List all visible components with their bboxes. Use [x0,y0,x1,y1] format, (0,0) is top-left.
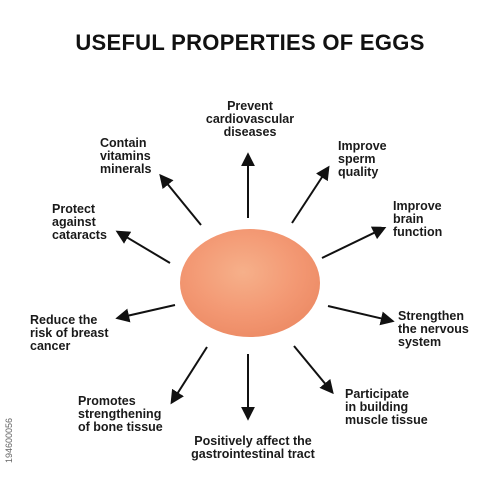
property-cataracts: Protect against cataracts [52,202,107,242]
property-gastrointestinal: Positively affect the gastrointestinal t… [191,434,315,461]
arrow-sperm-quality [291,165,330,224]
arrow-cataracts [115,230,171,264]
arrow-bone-tissue [170,346,208,405]
arrow-muscle-tissue [293,345,334,395]
arrow-brain-function [321,226,387,259]
property-vitamins-minerals: Contain vitamins minerals [100,136,152,176]
stock-id: 194600056 [4,417,14,463]
page-title: USEFUL PROPERTIES OF EGGS [75,30,425,55]
property-prevent-cardiovascular: Prevent cardiovascular diseases [205,99,295,139]
property-sperm-quality: Improve sperm quality [338,139,387,179]
property-muscle-tissue: Participate in building muscle tissue [345,387,428,427]
property-brain-function: Improve brain function [393,199,443,239]
arrow-nervous-system [327,305,395,326]
arrow-vitamins-minerals [159,173,202,226]
egg [180,229,320,337]
arrow-breast-cancer [115,304,176,323]
property-nervous-system: Strengthen the nervous system [398,309,469,349]
property-bone-tissue: Promotes strengthening of bone tissue [78,394,163,434]
property-breast-cancer: Reduce the risk of breast cancer [30,313,109,353]
